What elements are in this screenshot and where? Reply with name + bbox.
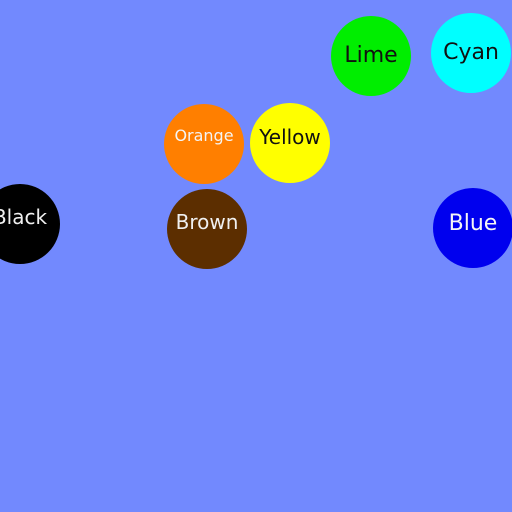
ball-label: Brown: [175, 210, 239, 234]
ball-brown[interactable]: Brown: [167, 189, 247, 269]
ball-label: Blue: [448, 210, 498, 236]
ball-blue[interactable]: Blue: [433, 188, 512, 268]
ball-lime[interactable]: Lime: [331, 16, 411, 96]
ball-label: Lime: [344, 43, 398, 68]
ball-cyan[interactable]: Cyan: [431, 13, 511, 93]
ball-label: Orange: [174, 126, 234, 145]
ball-label: Yellow: [259, 125, 321, 149]
ball-label: Black: [0, 205, 48, 229]
ball-label: Cyan: [443, 40, 499, 65]
ball-yellow[interactable]: Yellow: [250, 103, 330, 183]
ball-orange[interactable]: Orange: [164, 104, 244, 184]
ball-black[interactable]: Black: [0, 184, 60, 264]
